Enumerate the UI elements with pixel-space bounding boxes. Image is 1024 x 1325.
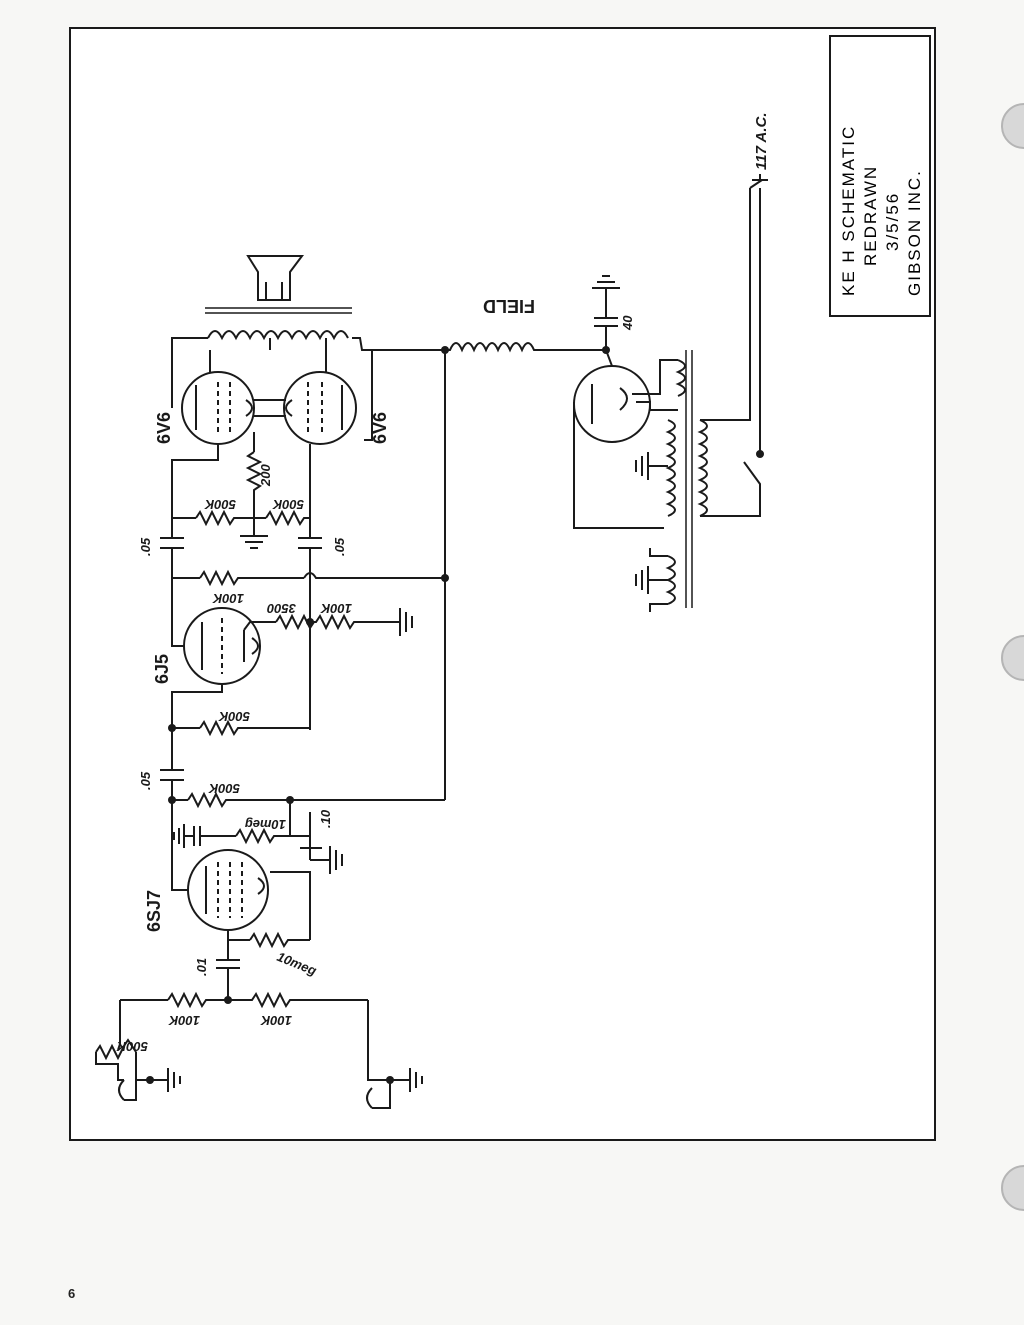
resistor-500k-left bbox=[195, 509, 254, 527]
label-100k-cathode: 100K bbox=[319, 601, 352, 616]
title-line-3: 3/5/56 bbox=[883, 192, 902, 251]
label-cap-input: .01 bbox=[194, 958, 209, 976]
tube-label-6v6-left: 6V6 bbox=[154, 412, 174, 444]
label-500k-right: 500K bbox=[271, 497, 304, 512]
label-200: 200 bbox=[258, 464, 273, 487]
title-text: KE H SCHEMATIC REDRAWN 3/5/56 GIBSON INC… bbox=[839, 125, 924, 296]
title-block bbox=[829, 35, 931, 317]
binder-hole-bottom bbox=[1001, 1165, 1024, 1211]
ground-bias bbox=[240, 518, 268, 549]
label-cap-screen: .10 bbox=[318, 809, 333, 828]
label-100k-input-left: 100K bbox=[167, 1013, 200, 1028]
label-field: FIELD bbox=[483, 296, 535, 316]
binder-hole-middle bbox=[1001, 635, 1024, 681]
label-500k-pre: 500K bbox=[207, 781, 240, 796]
resistor-500k-driver bbox=[199, 719, 310, 737]
drawing-border bbox=[69, 27, 936, 1141]
resistor-200 bbox=[245, 451, 263, 518]
power-switch bbox=[700, 188, 761, 517]
ground-6j5 bbox=[399, 608, 413, 636]
title-line-2: REDRAWN bbox=[861, 165, 880, 266]
circuit-drawing: 6V6 6V6 200 500K 500K .05 .05 100K bbox=[95, 112, 770, 1109]
label-500k-driver: 500K bbox=[217, 709, 250, 724]
title-line-1: KE H SCHEMATIC bbox=[839, 125, 858, 296]
volume-pot bbox=[95, 1038, 137, 1061]
ground-filament bbox=[635, 566, 668, 594]
resistor-10meg-grid bbox=[249, 931, 310, 949]
ground-preamp bbox=[310, 846, 343, 874]
binder-hole-top bbox=[1001, 103, 1024, 149]
label-cap-05-left: .05 bbox=[138, 537, 153, 556]
input-jack-2 bbox=[366, 1080, 391, 1109]
speaker-symbol bbox=[246, 255, 304, 301]
ground-filter bbox=[592, 275, 620, 300]
field-coil bbox=[445, 342, 600, 353]
ground-heater bbox=[635, 452, 668, 480]
output-transformer bbox=[205, 307, 352, 350]
label-cap-40: 40 bbox=[620, 315, 635, 331]
label-500k-left: 500K bbox=[203, 497, 236, 512]
label-cap-05-right: .05 bbox=[332, 537, 347, 556]
resistor-100k-input-left bbox=[167, 991, 228, 1009]
ground-jack-1 bbox=[150, 1068, 181, 1092]
tube-label-6v6-right: 6V6 bbox=[370, 412, 390, 444]
mains-plug bbox=[752, 174, 768, 181]
label-100k-input-right: 100K bbox=[259, 1013, 292, 1028]
filter-cap-40 bbox=[594, 300, 618, 340]
label-117ac: 117 A.C. bbox=[753, 112, 770, 170]
label-cap-05-pre: .05 bbox=[138, 771, 153, 790]
resistor-500k-right bbox=[265, 509, 310, 527]
label-10meg-screen: 10meg bbox=[245, 817, 286, 832]
ground-screen bbox=[173, 824, 194, 848]
resistor-10meg-screen bbox=[235, 827, 310, 845]
resistor-100k-cathode bbox=[310, 613, 400, 631]
ground-jack-2 bbox=[390, 1068, 423, 1092]
resistor-100k-input-right bbox=[228, 991, 368, 1009]
tube-label-6sj7: 6SJ7 bbox=[144, 890, 164, 932]
resistor-100k-feedback bbox=[199, 569, 304, 587]
tube-6v6-right bbox=[283, 371, 357, 445]
title-line-4: GIBSON INC. bbox=[905, 169, 924, 296]
input-jack-1 bbox=[118, 1079, 137, 1101]
resistor-500k-pre bbox=[187, 791, 445, 809]
label-3500: 3500 bbox=[266, 601, 296, 616]
page-number: 6 bbox=[68, 1286, 76, 1301]
tube-label-6j5: 6J5 bbox=[152, 654, 172, 684]
label-100k-feedback: 100K bbox=[211, 591, 244, 606]
label-pot-500k: 500K bbox=[115, 1039, 148, 1054]
